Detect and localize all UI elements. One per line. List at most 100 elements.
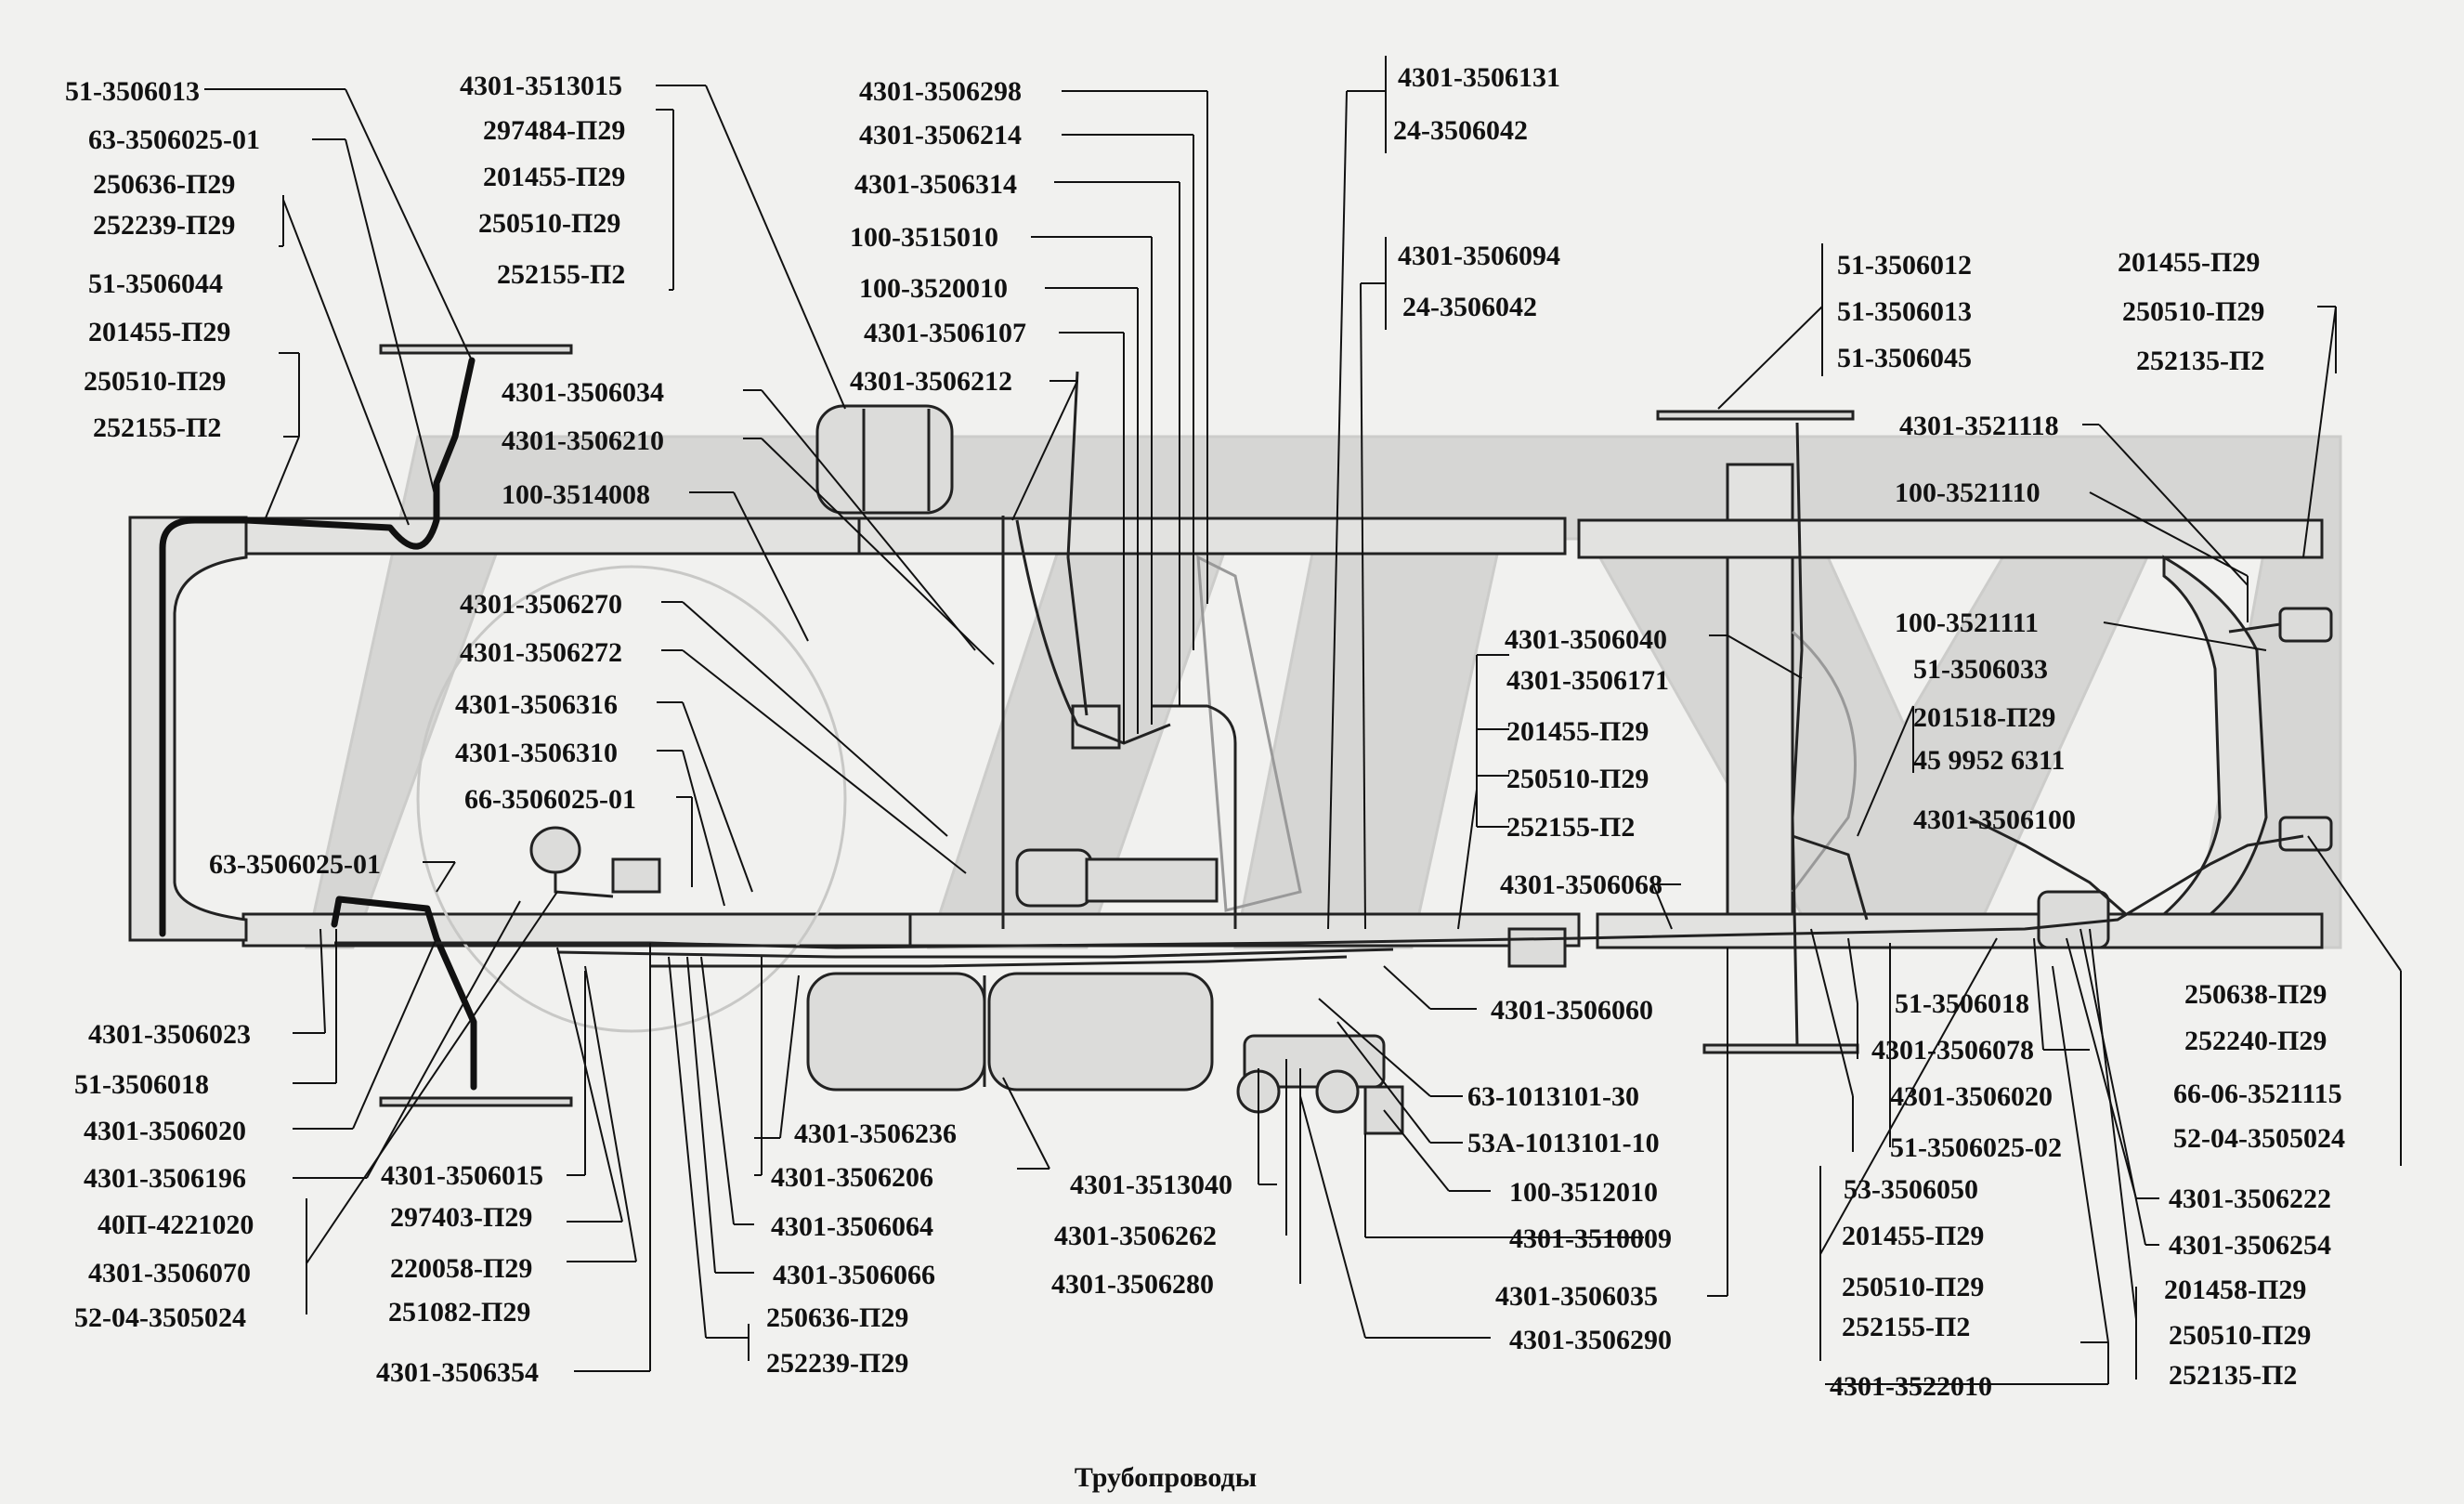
label-53: 4301-3506060 — [1491, 995, 1653, 1026]
label-74: 4301-3506064 — [771, 1211, 933, 1242]
label-64: 40П-4221020 — [98, 1210, 254, 1240]
label-68: 297403-П29 — [390, 1202, 532, 1233]
label-50: 250510-П29 — [1506, 764, 1649, 794]
air-receiver-top — [815, 404, 954, 515]
chamber-right — [1315, 1069, 1360, 1114]
air-receiver-lower-2 — [987, 972, 1214, 1092]
label-39: 252135-П2 — [2136, 346, 2264, 376]
front-bumper — [128, 516, 248, 942]
label-52: 4301-3506068 — [1500, 870, 1662, 900]
label-81: 51-3506018 — [1895, 988, 2029, 1019]
label-30: 4301-3506131 — [1398, 62, 1560, 93]
tank-outline-right — [1791, 630, 1857, 893]
frame-crossmember — [1726, 556, 1794, 916]
label-46: 4301-3506100 — [1913, 804, 2076, 835]
label-51: 252155-П2 — [1506, 812, 1635, 843]
label-78: 4301-3513040 — [1070, 1170, 1232, 1200]
label-24: 4301-3506270 — [460, 589, 622, 620]
label-2: 63-3506025-01 — [88, 124, 260, 155]
label-77: 252239-П29 — [766, 1348, 908, 1379]
label-38: 250510-П29 — [2122, 296, 2264, 327]
label-54: 63-1013101-30 — [1467, 1081, 1639, 1112]
label-82: 4301-3506078 — [1871, 1035, 2034, 1066]
label-9: 4301-3513015 — [460, 71, 622, 101]
label-45: 45 9952 6311 — [1913, 745, 2065, 776]
label-90: 250638-П29 — [2184, 979, 2327, 1010]
label-26: 4301-3506316 — [455, 689, 618, 720]
label-4: 252239-П29 — [93, 210, 235, 241]
vertical-riser-2 — [1015, 519, 1171, 745]
wheel-outline-left — [416, 565, 847, 1033]
right-line-1 — [1578, 834, 2304, 940]
label-13: 252155-П2 — [497, 259, 625, 290]
pipe-front-upper — [242, 357, 476, 550]
label-8: 252155-П2 — [93, 412, 221, 443]
label-5: 51-3506044 — [88, 268, 223, 299]
label-97: 250510-П29 — [2169, 1320, 2311, 1351]
label-34: 51-3506012 — [1837, 250, 1972, 281]
label-31: 24-3506042 — [1393, 115, 1528, 146]
air-receiver-lower-1 — [806, 972, 986, 1092]
pipe-to-coupling-top — [2228, 622, 2281, 634]
protection-valve — [1085, 857, 1219, 903]
label-91: 252240-П29 — [2184, 1026, 2327, 1056]
rear-valve — [1507, 927, 1567, 968]
label-60: 4301-3506023 — [88, 1019, 251, 1050]
label-98: 252135-П2 — [2169, 1360, 2297, 1391]
gauge — [529, 826, 581, 874]
frame-rail-top-middle — [857, 517, 1567, 556]
label-69: 220058-П29 — [390, 1253, 532, 1284]
fuel-tank-outline — [1196, 555, 1302, 912]
leader-lines — [204, 56, 2402, 1385]
right-line-2 — [1792, 834, 1869, 921]
pipelines — [159, 357, 2304, 1091]
label-6: 201455-П29 — [88, 317, 230, 347]
main-line-3 — [650, 955, 1348, 968]
label-23: 100-3514008 — [502, 479, 650, 510]
label-70: 251082-П29 — [388, 1297, 530, 1327]
label-11: 201455-П29 — [483, 162, 625, 192]
label-28: 66-3506025-01 — [464, 784, 636, 815]
label-1: 51-3506013 — [65, 76, 200, 107]
label-44: 201518-П29 — [1913, 702, 2055, 733]
label-92: 66-06-3521115 — [2173, 1079, 2342, 1109]
label-33: 24-3506042 — [1402, 292, 1537, 322]
label-21: 4301-3506034 — [502, 377, 664, 408]
label-83: 4301-3506020 — [1890, 1081, 2053, 1112]
label-84: 51-3506025-02 — [1890, 1132, 2062, 1163]
label-71: 4301-3506354 — [376, 1357, 539, 1388]
label-94: 4301-3506222 — [2169, 1184, 2331, 1214]
pipe-front-loop — [159, 517, 250, 937]
chassis-frame — [128, 344, 2324, 1107]
label-67: 4301-3506015 — [381, 1160, 543, 1191]
axle-bracket-left-bottom — [379, 1096, 573, 1107]
label-58: 4301-3506035 — [1495, 1281, 1658, 1312]
label-17: 100-3515010 — [850, 222, 998, 253]
main-line-1 — [334, 936, 1580, 949]
label-43: 51-3506033 — [1913, 654, 2048, 685]
pipe-front-lower — [331, 896, 477, 1091]
label-62: 4301-3506020 — [84, 1116, 246, 1146]
label-86: 201455-П29 — [1842, 1221, 1984, 1251]
label-89: 4301-3522010 — [1830, 1371, 1992, 1402]
riser-to-valve — [1152, 704, 1237, 929]
pipe-gauge — [554, 873, 614, 898]
label-41: 100-3521110 — [1895, 477, 2040, 508]
label-79: 4301-3506262 — [1054, 1221, 1217, 1251]
label-27: 4301-3506310 — [455, 738, 618, 768]
label-88: 252155-П2 — [1842, 1312, 1970, 1342]
part-number-callouts: 51-3506013 63-3506025-01 250636-П29 2522… — [65, 62, 2345, 1402]
label-19: 4301-3506107 — [864, 318, 1026, 348]
vertical-riser-3 — [1066, 371, 1089, 716]
coupling-head-top — [2278, 607, 2333, 643]
label-65: 4301-3506070 — [88, 1258, 251, 1288]
coupling-head-bottom — [2278, 816, 2333, 852]
label-57: 4301-3510009 — [1509, 1223, 1672, 1254]
label-22: 4301-3506210 — [502, 425, 664, 456]
brake-valve — [1015, 848, 1093, 908]
label-10: 297484-П29 — [483, 115, 625, 146]
label-42: 100-3521111 — [1895, 608, 2039, 638]
frame-rail-bottom-left — [241, 912, 914, 948]
label-3: 250636-П29 — [93, 169, 235, 200]
